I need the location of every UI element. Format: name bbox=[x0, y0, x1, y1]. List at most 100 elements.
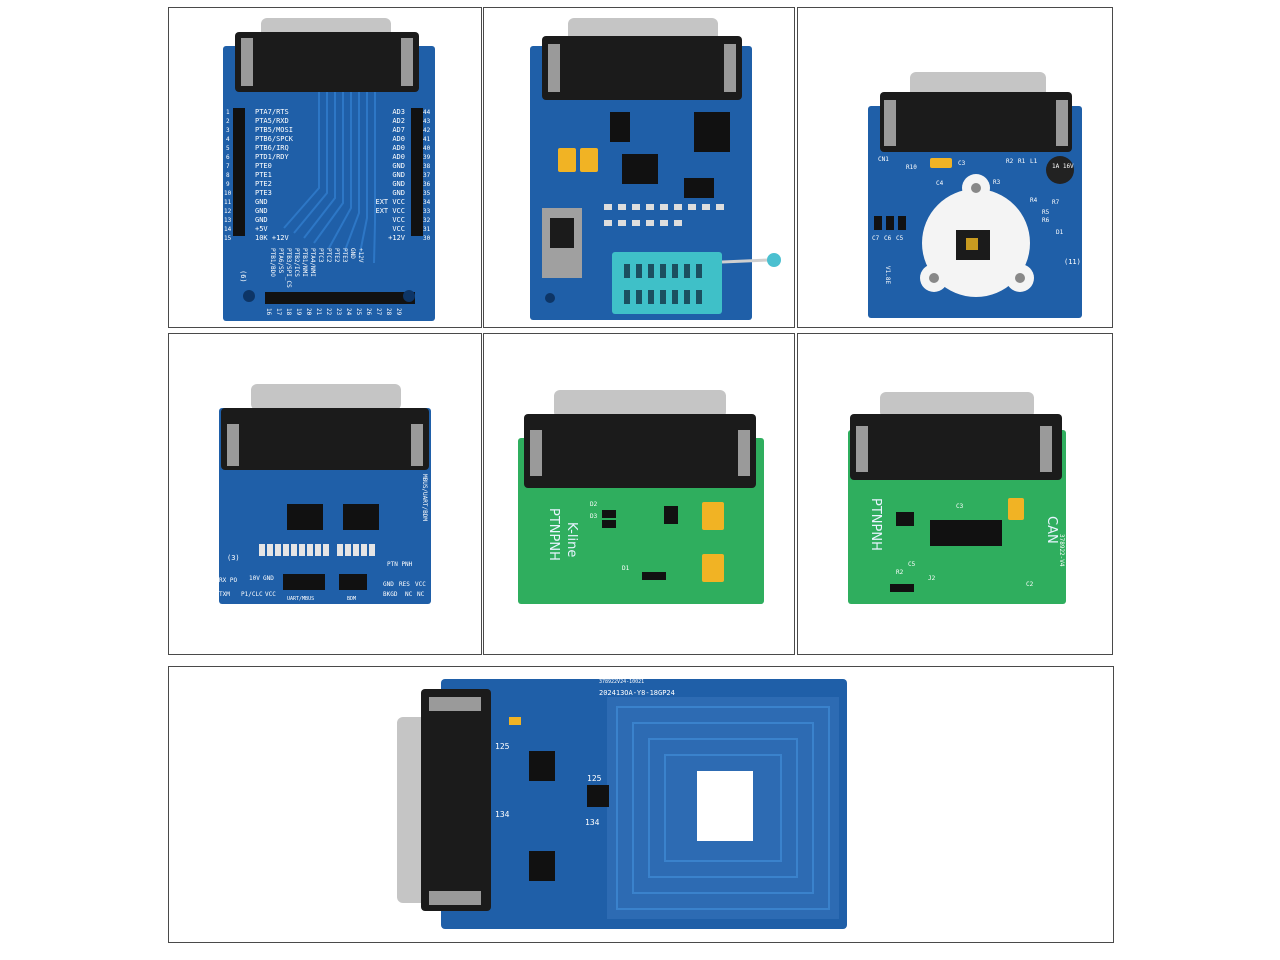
pin-label: PTA7/RTS bbox=[255, 108, 289, 116]
pin-number: 12 bbox=[224, 208, 232, 215]
component-label: R2 bbox=[896, 569, 904, 576]
frequency-label: 134 bbox=[585, 818, 600, 827]
component-label: R5 bbox=[1042, 209, 1050, 216]
pin-label: RX PO bbox=[219, 577, 237, 584]
pin-label: PTE3 bbox=[341, 248, 348, 263]
board-code-main: 202413OA-Y8-18GP24 bbox=[599, 689, 675, 697]
pin-label: PTB1/NMI bbox=[301, 248, 308, 277]
pin-number: 1 bbox=[226, 109, 230, 116]
pin-label: EXT VCC bbox=[375, 198, 405, 206]
pin-number: 16 bbox=[265, 308, 272, 316]
pin-label: 10K +12V bbox=[255, 234, 290, 242]
pin-number: 20 bbox=[305, 308, 312, 316]
pin-number: 26 bbox=[365, 308, 372, 316]
pin-label: PTA4/NMI bbox=[309, 248, 316, 277]
board-side-text: 378922-V4 bbox=[1058, 534, 1065, 567]
board-tag: (6) bbox=[239, 270, 247, 283]
frequency-label: 125 bbox=[495, 742, 510, 751]
pin-label: +12V bbox=[388, 234, 406, 242]
pin-label: PTA5/RXD bbox=[255, 117, 289, 125]
pin-label: PTB6/SPCK bbox=[255, 135, 294, 143]
pin-label: PTE1 bbox=[255, 171, 272, 179]
component-label: C7 bbox=[872, 235, 880, 242]
component-label: C3 bbox=[958, 160, 966, 167]
frequency-label: 134 bbox=[495, 810, 510, 819]
pin-label: RES bbox=[399, 581, 410, 588]
pin-label: PTC2 bbox=[325, 248, 332, 263]
pin-label: AD7 bbox=[392, 126, 405, 134]
pin-number: 38 bbox=[423, 163, 431, 170]
pin-label: GND bbox=[255, 207, 268, 215]
board-bdm-pin-adapter: PTA7/RTS PTA5/RXD PTB5/MOSI PTB6/SPCK PT… bbox=[223, 18, 435, 321]
pin-label: PTB2/ICS bbox=[293, 248, 300, 277]
board-side-text: K-line bbox=[564, 522, 579, 557]
board-code-small: 378922V24-10021 bbox=[599, 679, 644, 685]
pin-number: 31 bbox=[423, 226, 431, 233]
pin-number: 25 bbox=[355, 308, 362, 316]
board-socket-adapter bbox=[530, 18, 781, 320]
photo-panel-can-adapter: PTNPNH CAN 378922-V4 C3 C2 J2 R2 C5 bbox=[797, 333, 1113, 655]
pin-label: AD0 bbox=[392, 153, 405, 161]
cap-label: 1A 16V bbox=[1052, 163, 1074, 170]
component-label: CN1 bbox=[878, 156, 889, 163]
pin-number: 14 bbox=[224, 226, 232, 233]
component-label: C6 bbox=[884, 235, 892, 242]
component-label: L1 bbox=[1030, 158, 1038, 165]
pin-label: GND bbox=[392, 162, 405, 170]
pin-number: 23 bbox=[335, 308, 342, 316]
component-label: C5 bbox=[896, 235, 904, 242]
pin-number: 13 bbox=[224, 217, 232, 224]
pin-number: 18 bbox=[285, 308, 292, 316]
pin-label: GND bbox=[349, 248, 356, 259]
component-label: R3 bbox=[993, 179, 1001, 186]
pin-label: TXM bbox=[219, 591, 230, 598]
pcb-blue bbox=[223, 46, 435, 321]
pin-label: PTE3 bbox=[255, 189, 272, 197]
board-side-text: PTNPNH bbox=[546, 508, 561, 561]
pin-label: PTC3 bbox=[317, 248, 324, 263]
pin-label: AD0 bbox=[392, 144, 405, 152]
db25-connector bbox=[235, 32, 419, 92]
pin-label: P1/CLC bbox=[241, 591, 263, 598]
pin-label: PTD1/RDY bbox=[255, 153, 290, 161]
pin-label: +12V bbox=[357, 248, 364, 263]
photo-panel-bdm-pin-adapter: PTA7/RTS PTA5/RXD PTB5/MOSI PTB6/SPCK PT… bbox=[168, 7, 482, 328]
pin-label: PTE2 bbox=[333, 248, 340, 263]
pin-number: 2 bbox=[226, 118, 230, 125]
pin-number: 41 bbox=[423, 136, 431, 143]
component-label: R6 bbox=[1042, 217, 1050, 224]
component-label: D3 bbox=[590, 513, 598, 520]
pin-number: 27 bbox=[375, 308, 382, 316]
pin-number: 33 bbox=[423, 208, 431, 215]
pin-label: AD0 bbox=[392, 135, 405, 143]
pin-label: NC bbox=[405, 591, 413, 598]
photo-panel-socket-adapter bbox=[483, 7, 795, 328]
pin-label: 10V bbox=[249, 575, 260, 582]
board-side-text: PTNPNH bbox=[868, 498, 883, 551]
jumper-header-bdm bbox=[339, 574, 367, 590]
board-side-text: V1.8E bbox=[884, 266, 891, 284]
board-tag: (3) bbox=[227, 554, 240, 562]
board-rfid-coil-adapter: 378922V24-10021 202413OA-Y8-18GP24 125 1… bbox=[397, 679, 847, 929]
pin-label: EXT VCC bbox=[375, 207, 405, 215]
pin-number: 22 bbox=[325, 308, 332, 316]
pin-label: VCC bbox=[392, 216, 405, 224]
pin-label: GND bbox=[392, 171, 405, 179]
pin-number: 6 bbox=[226, 154, 230, 161]
pin-number: 36 bbox=[423, 181, 431, 188]
pin-number: 21 bbox=[315, 308, 322, 316]
pin-label: GND bbox=[255, 216, 268, 224]
pin-number: 11 bbox=[224, 199, 232, 206]
pin-label: PTB1/BDO bbox=[269, 248, 276, 277]
pin-label: PTB3/SPI_CS bbox=[285, 248, 292, 288]
pin-label: VCC bbox=[392, 225, 405, 233]
pin-label: GND bbox=[263, 575, 274, 582]
pin-label: PTA6/SS bbox=[277, 248, 284, 274]
right-pin-labels: AD3 AD2 AD7 AD0 AD0 AD0 GND GND GND GND … bbox=[375, 108, 405, 242]
pin-number: 3 bbox=[226, 127, 230, 134]
pin-number: 15 bbox=[224, 235, 232, 242]
pin-number: 39 bbox=[423, 154, 431, 161]
component-label: R7 bbox=[1052, 199, 1060, 206]
component-label: C5 bbox=[908, 561, 916, 568]
pin-label: VCC bbox=[415, 581, 426, 588]
